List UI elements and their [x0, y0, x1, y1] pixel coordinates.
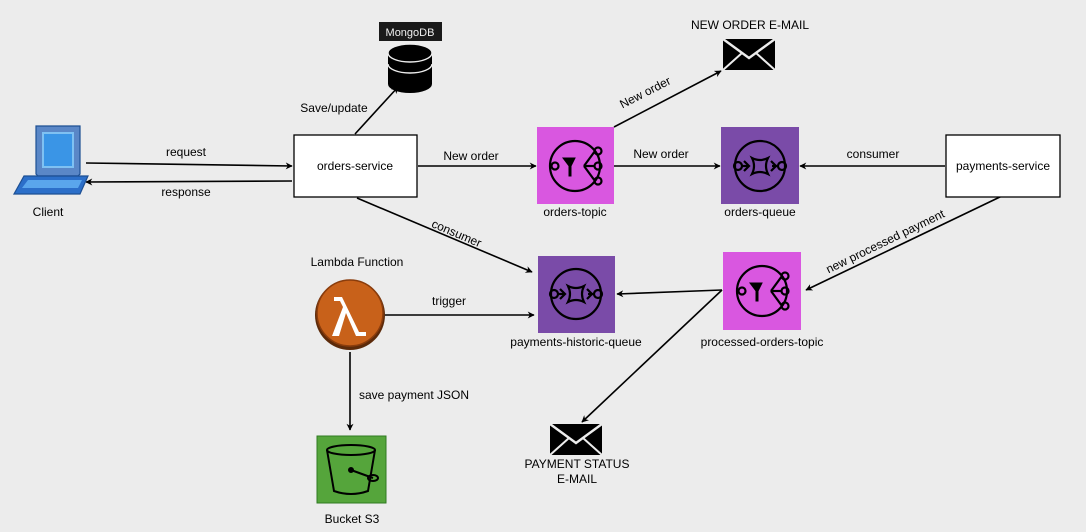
sqs-queue-icon [548, 267, 604, 321]
edge-topic-to-email [613, 70, 722, 128]
envelope-icon [722, 38, 776, 71]
label-request: request [166, 145, 207, 159]
processed-orders-topic-label: processed-orders-topic [701, 335, 824, 349]
label-response: response [161, 185, 211, 199]
orders-topic-node[interactable]: orders-topic [537, 127, 614, 219]
payment-status-email-label-line2: E-MAIL [557, 472, 597, 486]
client-label: Client [33, 205, 64, 219]
orders-service-node[interactable]: orders-service [293, 134, 418, 198]
edges [85, 70, 1003, 431]
edge-processed-to-historic [616, 289, 723, 298]
sqs-queue-icon [732, 139, 788, 193]
orders-queue-node[interactable]: orders-queue [721, 127, 799, 219]
envelope-icon [549, 423, 603, 456]
payments-service-box [945, 134, 1061, 198]
mongodb-node[interactable]: MongoDB [379, 22, 442, 93]
label-new-order-topic: New order [633, 147, 688, 161]
edge-labels: request response Save/update New order N… [161, 74, 947, 402]
orders-queue-tile [721, 127, 799, 204]
label-save-payment-json: save payment JSON [359, 388, 469, 402]
database-icon [387, 43, 433, 93]
orders-service-label: orders-service [317, 159, 393, 173]
label-consumer-historic: consumer [430, 217, 484, 250]
laptop-icon [12, 125, 89, 195]
processed-orders-topic-node[interactable]: processed-orders-topic [701, 252, 824, 349]
payment-status-email-label-line1: PAYMENT STATUS [525, 457, 630, 471]
orders-topic-label: orders-topic [543, 205, 606, 219]
lambda-function-node[interactable]: Lambda Function [311, 255, 404, 350]
s3-bucket-icon [326, 444, 379, 495]
payments-service-node[interactable]: payments-service [945, 134, 1061, 198]
orders-service-box [293, 134, 418, 198]
lambda-icon [315, 279, 385, 350]
lambda-function-label: Lambda Function [311, 255, 404, 269]
sns-topic-icon [735, 264, 790, 318]
new-order-email-node[interactable]: NEW ORDER E-MAIL [691, 18, 809, 71]
label-new-processed-payment: new processed payment [824, 206, 948, 276]
edge-new-processed-payment [805, 195, 1003, 291]
bucket-s3-node[interactable]: Bucket S3 [316, 435, 387, 526]
payments-historic-queue-label: payments-historic-queue [510, 335, 642, 349]
edge-request [85, 162, 293, 170]
edge-save-update [354, 86, 399, 135]
mongodb-label: MongoDB [386, 27, 435, 39]
label-consumer-payments: consumer [847, 147, 900, 161]
sns-topic-icon [548, 139, 603, 193]
label-save-update: Save/update [300, 101, 368, 115]
orders-queue-label: orders-queue [724, 205, 796, 219]
mongodb-label-bg [379, 22, 442, 41]
edge-processed-to-email [581, 289, 723, 423]
label-new-order-email: New order [617, 74, 673, 112]
edge-response [85, 178, 293, 186]
bucket-s3-label: Bucket S3 [325, 512, 380, 526]
client-node[interactable]: Client [12, 125, 89, 219]
edge-historic-consumer [356, 197, 533, 273]
payment-status-email-node[interactable]: PAYMENT STATUS E-MAIL [525, 423, 630, 486]
payments-service-label: payments-service [956, 159, 1050, 173]
label-new-order-service: New order [443, 149, 498, 163]
payments-historic-queue-node[interactable]: payments-historic-queue [510, 256, 642, 349]
label-trigger: trigger [432, 294, 466, 308]
new-order-email-label: NEW ORDER E-MAIL [691, 18, 809, 32]
